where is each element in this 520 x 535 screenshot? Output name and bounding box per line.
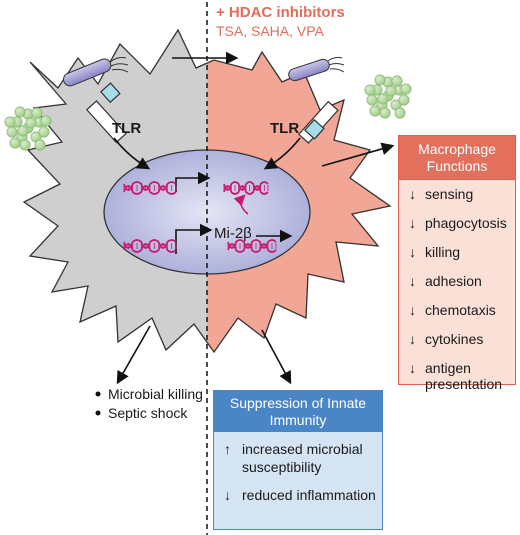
suppression-box: Suppression of Innate Immunity ↑ increase… <box>213 390 383 530</box>
outcome-microbial-killing: Microbial killing <box>108 386 203 402</box>
dna-helix-icon <box>227 239 277 253</box>
tlr-label-right: TLR <box>270 120 300 137</box>
dna-helix-icon <box>123 239 177 253</box>
macrophage-functions-list: ↓ sensing ↓ phagocytosis ↓ killing ↓ adhesion ↓ c… <box>399 180 515 392</box>
arrow-down-icon: ↓ <box>409 302 416 318</box>
function-item: ↓ sensing <box>409 186 515 215</box>
suppression-list: ↑ increased microbial susceptibility ↓ redu… <box>214 440 382 504</box>
arrow-down-icon: ↓ <box>409 273 416 289</box>
bacteria-cluster-icon <box>4 106 52 151</box>
mi2b-label: Mi-2β <box>214 225 252 242</box>
suppression-item: ↓ reduced inflammation <box>220 486 382 504</box>
hdac-drugs: TSA, SAHA, VPA <box>216 23 324 39</box>
function-item: ↓ phagocytosis <box>409 215 515 244</box>
dna-helix-icon <box>223 181 269 195</box>
suppression-label: increased microbial susceptibility <box>242 441 363 475</box>
tlr-label-left: TLR <box>112 120 142 137</box>
functions-arrow <box>321 142 395 167</box>
function-label: sensing <box>425 186 474 202</box>
bacteria-cluster-icon <box>364 74 412 119</box>
function-label: antigen presentation <box>425 360 503 392</box>
macrophage-functions-title: Macrophage Functions <box>399 136 515 180</box>
function-item: ↓ killing <box>409 244 515 273</box>
bullet <box>95 391 101 397</box>
tlr-receptor-icon <box>85 82 127 144</box>
arrow-up-icon: ↑ <box>224 441 231 457</box>
suppression-title: Suppression of Innate Immunity <box>214 391 382 432</box>
arrow-down-icon: ↓ <box>409 244 416 260</box>
macrophage-functions-box: Macrophage Functions ↓ sensing ↓ phagocytos… <box>398 135 516 392</box>
bacillus-icon <box>63 57 129 87</box>
arrow-down-icon: ↓ <box>409 186 416 202</box>
function-item: ↓ cytokines <box>409 331 515 360</box>
function-item: ↓ antigen presentation <box>409 360 515 392</box>
arrow-down-icon: ↓ <box>409 215 416 231</box>
arrow-down-icon: ↓ <box>409 360 416 376</box>
arrow-down-icon: ↓ <box>224 487 231 503</box>
tlr-receptor-icon <box>297 100 339 144</box>
tlr-signal-arrow <box>263 137 301 170</box>
suppression-label: reduced inflammation <box>242 487 376 503</box>
outcome-arrow <box>116 325 151 385</box>
arrow-down-icon: ↓ <box>409 331 416 347</box>
dna-helix-icon <box>123 181 177 195</box>
function-label: killing <box>425 244 461 260</box>
function-item: ↓ chemotaxis <box>409 302 515 331</box>
mi2b-inhibition-arrow <box>233 194 249 215</box>
hdac-title: + HDAC inhibitors <box>216 4 345 21</box>
suppression-arrow <box>261 329 292 385</box>
function-label: cytokines <box>425 331 484 347</box>
function-label: phagocytosis <box>425 215 507 231</box>
function-label: adhesion <box>425 273 482 289</box>
suppression-item: ↑ increased microbial susceptibility <box>220 440 382 476</box>
function-item: ↓ adhesion <box>409 273 515 302</box>
bullet <box>95 410 101 416</box>
function-label: chemotaxis <box>425 302 496 318</box>
bacillus-icon <box>288 56 345 82</box>
outcome-septic-shock: Septic shock <box>108 405 188 421</box>
tlr-signal-arrow <box>113 137 151 170</box>
